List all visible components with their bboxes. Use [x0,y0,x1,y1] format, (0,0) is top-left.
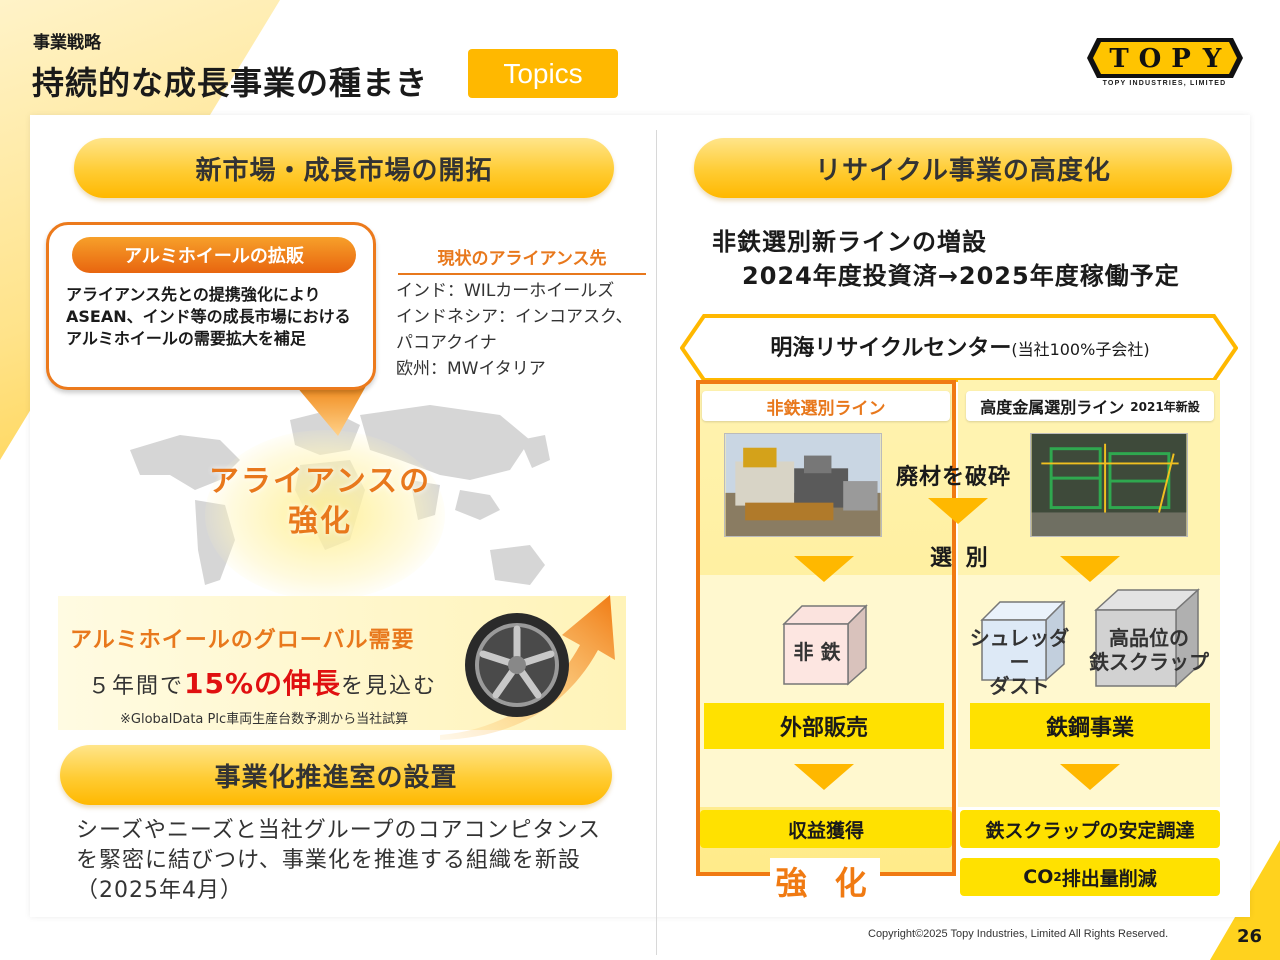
section-business-dev-title: 事業化推進室の設置 [60,745,612,805]
logo-tagline: TOPY INDUSTRIES, LIMITED [1102,80,1227,87]
page-number: 26 [1237,926,1263,947]
down-arrow-icon [928,498,988,524]
column-divider [656,130,657,955]
crush-step-label: 廃材を破砕 [896,465,1012,490]
business-dev-body: シーズやニーズと当社グループのコアコンピタンスを緊密に結びつけ、事業化を推進する… [76,818,602,903]
co2-subscript: 2 [1053,870,1062,884]
logo-letter-o: O [1139,44,1162,74]
metal-line-photo [1030,433,1188,537]
metal-line-label: 高度金属選別ライン 2021年新設 [966,391,1214,421]
forecast-prefix: ５年間で [88,674,185,699]
section-recycling-title: リサイクル事業の高度化 [694,138,1232,198]
nonferrous-line-label: 非鉄選別ライン [702,391,950,421]
page-title: 持続的な成長事業の種まき [32,64,429,102]
shredder-dust-cube-icon [980,600,1066,682]
alliance-item: パコアクイナ [396,333,497,353]
alliance-list: インド：WILカーホイールズ インドネシア：インコアスク、 パコアクイナ 欧州：… [396,278,656,382]
external-sales-box: 外部販売 [704,703,944,749]
nonferrous-line-photo [724,433,882,537]
growth-arrow-icon [440,595,615,740]
co2-suffix: 排出量削減 [1061,867,1157,890]
copyright: Copyright©2025 Topy Industries, Limited … [868,928,1169,940]
metal-line-year: 2021年新設 [1130,399,1200,414]
center-name: 明海リサイクルセンター [770,336,1012,361]
section-new-markets-title: 新市場・成長市場の開拓 [74,138,614,198]
forecast-highlight: 15%の伸長 [184,667,342,700]
forecast-suffix: を見込む [341,674,438,699]
shredder-dust-line1: シュレッダー [969,626,1070,674]
center-note: (当社100%子会社) [1011,340,1150,359]
metal-line-name: 高度金属選別ライン [980,398,1125,417]
alliance-strengthen-label: アライアンスの 強化 [180,462,460,542]
alliance-item: インド：WILカーホイールズ [396,281,615,301]
new-line-headline: 非鉄選別新ラインの増設 [712,228,987,256]
logo-letter-t: T [1109,44,1129,74]
co2-prefix: CO [1023,866,1054,888]
down-arrow-icon [1060,556,1120,582]
steel-scrap-label: 高品位の 鉄スクラップ [1084,626,1214,674]
alliance-item: 欧州：MWイタリア [396,359,546,379]
nonferrous-label: 非 鉄 [793,640,841,664]
logo-letter-p: P [1171,44,1191,74]
alliance-strengthen-line2: 強化 [288,504,352,539]
aluminum-wheel-image [465,613,569,717]
new-line-schedule: 2024年度投資済→2025年度稼働予定 [742,262,1180,290]
profit-box: 収益獲得 [700,810,952,848]
topics-badge: Topics [468,49,618,98]
global-demand-forecast: ５年間で15%の伸長を見込む [88,662,437,702]
alliance-item: インドネシア：インコアスク、 [396,307,633,327]
nonferrous-cube-icon [782,604,868,686]
scrap-supply-box: 鉄スクラップの安定調達 [960,810,1220,848]
source-note: ※GlobalData Plc車両生産台数予測から当社試算 [120,712,409,727]
alliance-heading: 現状のアライアンス先 [398,244,646,275]
steel-scrap-line1: 高品位の [1109,626,1189,650]
slide-subject: 事業戦略 [33,33,101,53]
map-glow [205,430,445,600]
steel-scrap-line2: 鉄スクラップ [1089,650,1209,674]
alliance-strengthen-line1: アライアンスの [208,464,432,499]
shredder-dust-line2: ダスト [989,674,1050,698]
recycle-center-name: 明海リサイクルセンター(当社100%子会社) [690,330,1230,362]
steel-business-box: 鉄鋼事業 [970,703,1210,749]
shredder-dust-label: シュレッダー ダスト [962,626,1077,698]
strengthen-label: 強 化 [770,858,880,904]
sort-step-label: 選 別 [930,546,991,571]
down-arrow-icon [794,764,854,790]
down-arrow-icon [1060,764,1120,790]
logo-letter-y: Y [1202,44,1222,74]
steel-scrap-cube-icon [1094,588,1200,688]
down-arrow-icon [794,556,854,582]
callout-body: アライアンス先との提携強化によりASEAN、インド等の成長市場におけるアルミホイ… [66,285,351,348]
callout-heading: アルミホイールの拡販 [72,237,356,273]
topy-logo: T O P Y [1087,38,1243,78]
global-demand-heading: アルミホイールのグローバル需要 [70,628,415,653]
